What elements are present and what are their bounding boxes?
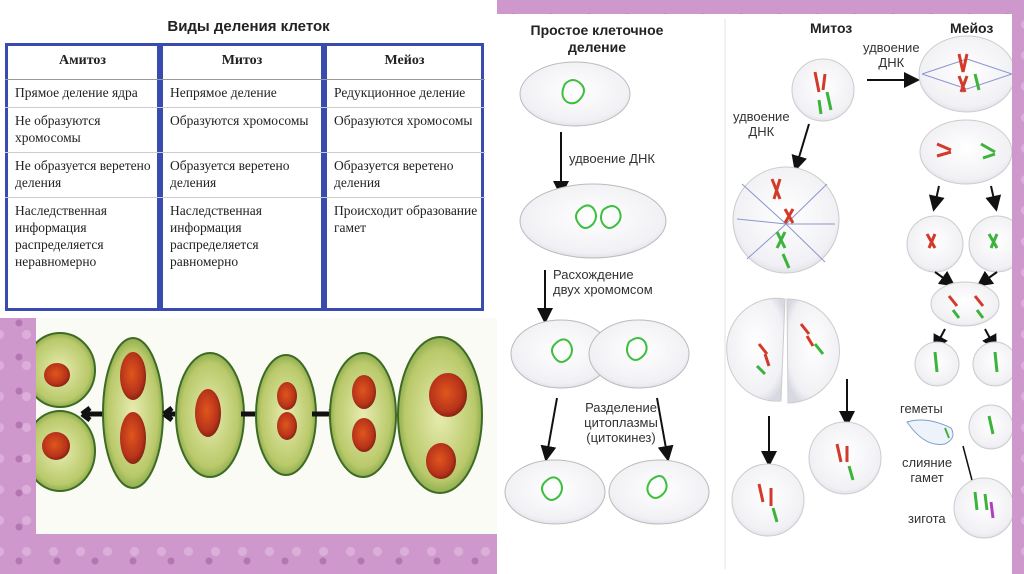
table-row: Наследственная информация распределяется… <box>5 198 485 277</box>
simple-step-separation: Расхождение двух хромомсом <box>553 267 653 297</box>
column-header-meiosis: Мейоз <box>324 43 485 80</box>
simple-title-line: деление <box>527 39 667 56</box>
division-diagram-panel: Простое клеточное деление удвоение ДНК Р… <box>497 14 1012 574</box>
table-row: Не образуется веретено деления Образуетс… <box>5 153 485 198</box>
table-cell: Наследственная информация распределяется… <box>160 198 324 277</box>
table-title: Виды деления клеток <box>0 18 497 35</box>
table-cell: Образуются хромосомы <box>324 108 485 153</box>
step-text: Разделение <box>571 400 671 415</box>
table-cell: Не образуются хромосомы <box>5 108 160 153</box>
column-header-mitosis: Митоз <box>160 43 324 80</box>
meiosis-dna-label: удвоение ДНК <box>863 40 920 70</box>
step-text: двух хромомсом <box>553 282 653 297</box>
step-text: цитоплазмы <box>571 415 671 430</box>
table-cell: Прямое деление ядра <box>5 80 160 108</box>
table-header-row: Амитоз Митоз Мейоз <box>5 43 485 80</box>
table-cell: Наследственная информация распределяется… <box>5 198 160 277</box>
simple-step-dna: удвоение ДНК <box>569 151 655 166</box>
label-line: ДНК <box>733 124 790 139</box>
label-line: ДНК <box>863 55 920 70</box>
simple-step-cytokinesis: Разделение цитоплазмы (цитокинез) <box>571 400 671 445</box>
simple-division-title: Простое клеточное деление <box>527 22 667 56</box>
column-header-amitosis: Амитоз <box>5 43 160 80</box>
step-text: (цитокинез) <box>571 430 671 445</box>
table-row: Не образуются хромосомы Образуются хромо… <box>5 108 485 153</box>
table-row: Прямое деление ядра Непрямое деление Ред… <box>5 80 485 108</box>
table-cell: Происходит образование гамет <box>324 198 485 277</box>
label-line: слияние <box>902 455 952 470</box>
label-line: гамет <box>902 470 952 485</box>
table-cell: Образуется веретено деления <box>160 153 324 198</box>
micrograph-strip <box>36 318 497 534</box>
gamete-fusion-label: слияние гамет <box>902 455 952 485</box>
table-cell: Образуются хромосомы <box>160 108 324 153</box>
comparison-table: Амитоз Митоз Мейоз Прямое деление ядра Н… <box>5 43 485 276</box>
table-cell: Образуется веретено деления <box>324 153 485 198</box>
table-cell: Не образуется веретено деления <box>5 153 160 198</box>
meiosis-title: Мейоз <box>950 20 993 36</box>
gametes-label: геметы <box>900 401 943 416</box>
table-cell: Непрямое деление <box>160 80 324 108</box>
comparison-panel: Виды деления клеток Амитоз Митоз Мейоз П… <box>0 0 497 318</box>
mitosis-dna-label: удвоение ДНК <box>733 109 790 139</box>
table-cell: Редукционное деление <box>324 80 485 108</box>
amitosis-micrograph <box>36 318 497 534</box>
step-text: Расхождение <box>553 267 653 282</box>
zygote-label: зигота <box>908 511 946 526</box>
label-line: удвоение <box>863 40 920 55</box>
mitosis-title: Митоз <box>810 20 852 36</box>
simple-title-line: Простое клеточное <box>527 22 667 39</box>
label-line: удвоение <box>733 109 790 124</box>
